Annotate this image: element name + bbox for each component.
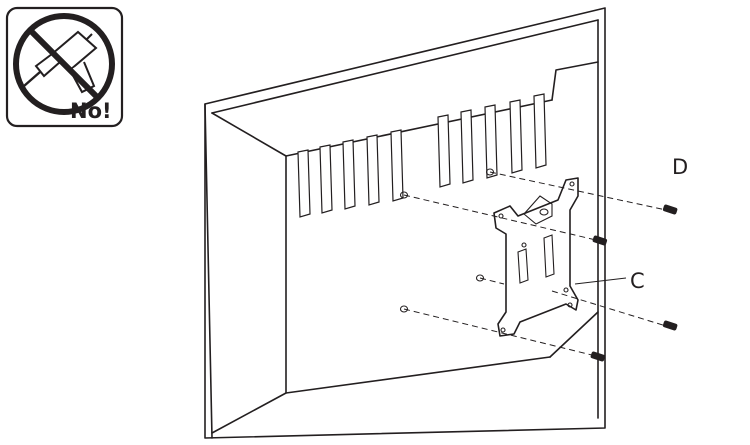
vent-slots-left	[297, 129, 404, 218]
screw-icon	[662, 204, 678, 215]
tv-back-panel	[204, 7, 606, 439]
mounting-screws	[590, 204, 678, 362]
screw-icon	[592, 235, 608, 246]
vent-slots-right	[437, 93, 547, 188]
screw-icon	[662, 320, 678, 331]
tv-screw-holes	[399, 168, 495, 313]
prohibition-icon	[13, 13, 115, 115]
alignment-guides	[403, 171, 667, 357]
callout-label-d: D	[672, 155, 688, 179]
vesa-mounting-plate	[493, 177, 579, 337]
screw-icon	[590, 351, 606, 362]
no-power-drill-warning: No!	[5, 6, 124, 128]
callouts: C D	[574, 155, 688, 293]
no-warning-text: No!	[70, 99, 112, 123]
callout-label-c: C	[630, 269, 645, 293]
